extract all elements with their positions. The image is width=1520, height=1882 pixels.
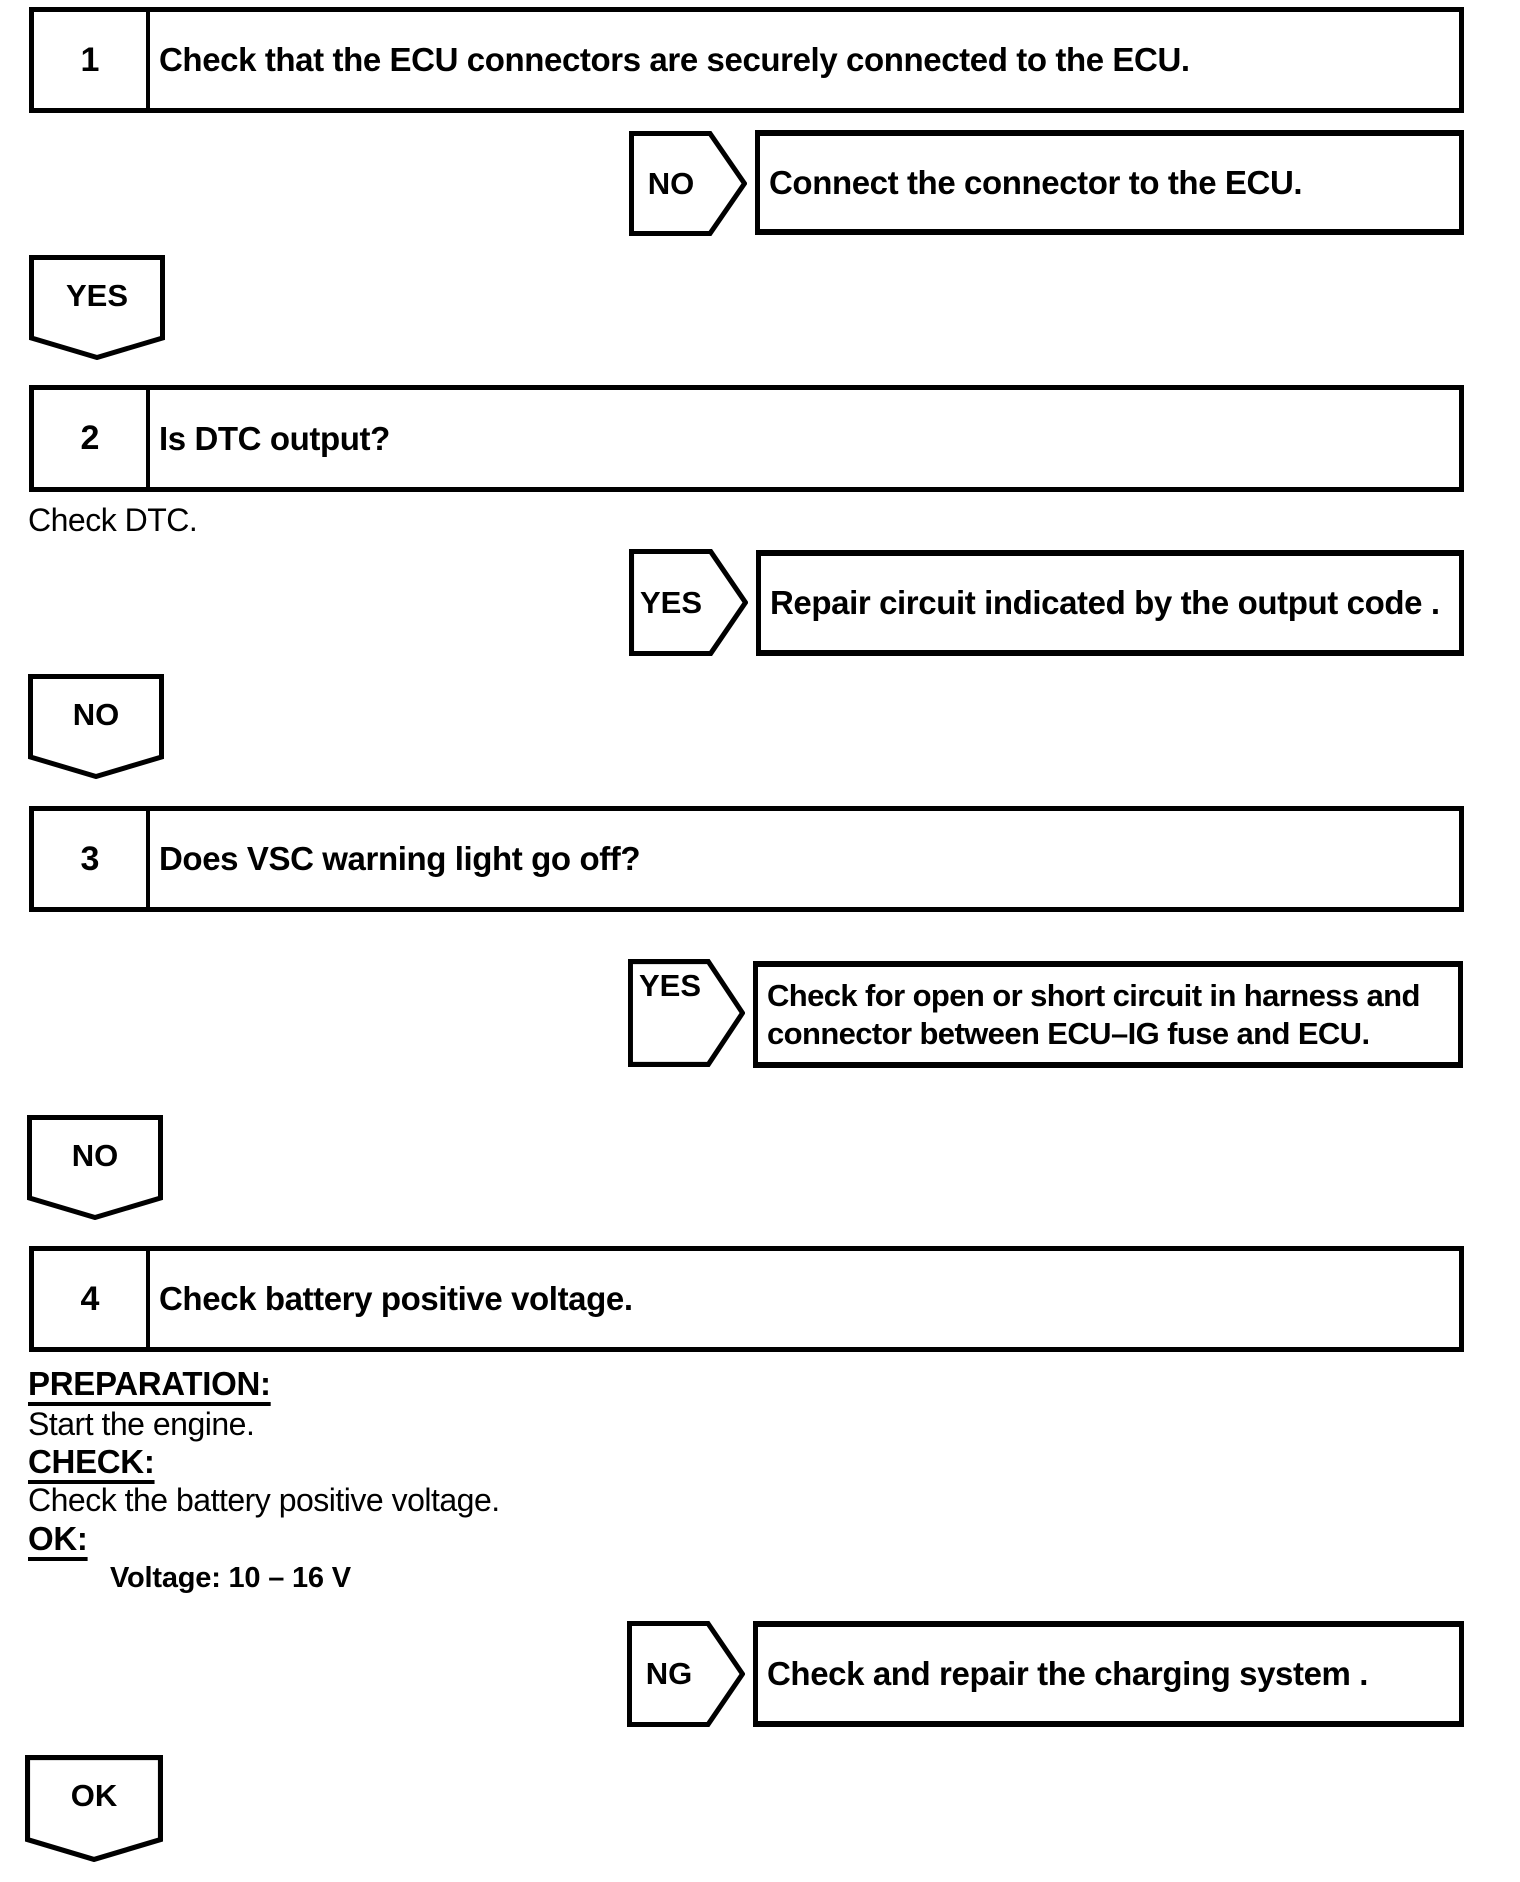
preparation-text: Start the engine. <box>28 1406 255 1442</box>
step-2-yes-branch-label: YES <box>639 584 703 620</box>
step-1-no-action-text: Connect the connector to the ECU. <box>769 163 1303 201</box>
step-4-title: Check battery positive voltage. <box>159 1280 633 1317</box>
step-3-yes-branch-pentagon: YES <box>628 959 745 1067</box>
down-arrow-pentagon-icon <box>28 674 164 779</box>
step-3-title: Does VSC warning light go off? <box>159 840 641 877</box>
step-2-no-exit-pentagon: NO <box>28 674 164 779</box>
step-3-box: 3 Does VSC warning light go off? <box>29 806 1464 912</box>
step-1-box: 1 Check that the ECU connectors are secu… <box>29 7 1464 113</box>
step-3-no-exit-pentagon: NO <box>27 1115 163 1220</box>
ok-heading: OK: <box>28 1520 88 1557</box>
right-arrow-pentagon-icon <box>629 549 748 656</box>
right-arrow-pentagon-icon <box>628 959 745 1067</box>
step-2-yes-action-text: Repair circuit indicated by the output c… <box>770 584 1440 621</box>
check-heading: CHECK: <box>28 1443 155 1480</box>
step-2-title: Is DTC output? <box>159 419 390 457</box>
step-1-yes-exit-label: YES <box>65 278 129 313</box>
step-1-no-branch-pentagon: NO <box>629 131 747 236</box>
down-arrow-pentagon-icon <box>25 1755 163 1862</box>
step-1-no-action-box: Connect the connector to the ECU. <box>755 130 1464 235</box>
right-arrow-pentagon-icon <box>629 131 747 236</box>
step-3-number: 3 <box>34 811 150 907</box>
step-2-note: Check DTC. <box>28 502 198 538</box>
down-arrow-pentagon-icon <box>27 1115 163 1220</box>
step-1-no-branch-label: NO <box>647 165 695 201</box>
step-2-number: 2 <box>34 390 150 487</box>
step-1-title: Check that the ECU connectors are secure… <box>159 41 1190 78</box>
step-4-ng-action-box: Check and repair the charging system . <box>753 1621 1464 1727</box>
step-3-yes-action-box: Check for open or short circuit in harne… <box>753 961 1463 1068</box>
step-4-ng-branch-label: NG <box>645 1656 693 1691</box>
step-3-yes-branch-label: YES <box>638 968 702 1003</box>
right-arrow-pentagon-icon <box>627 1621 745 1727</box>
step-1-yes-exit-pentagon: YES <box>29 255 165 360</box>
step-4-ok-exit-pentagon: OK <box>25 1755 163 1862</box>
step-2-yes-branch-pentagon: YES <box>629 549 748 656</box>
step-2-no-exit-label: NO <box>72 697 120 732</box>
step-4-number: 4 <box>34 1251 150 1347</box>
step-4-box: 4 Check battery positive voltage. <box>29 1246 1464 1352</box>
ok-spec-voltage: Voltage: 10 – 16 V <box>110 1562 351 1594</box>
down-arrow-pentagon-icon <box>29 255 165 360</box>
step-2-yes-action-box: Repair circuit indicated by the output c… <box>756 550 1464 656</box>
step-1-number: 1 <box>34 12 150 108</box>
check-text: Check the battery positive voltage. <box>28 1482 500 1518</box>
step-4-ng-branch-pentagon: NG <box>627 1621 745 1727</box>
step-3-no-exit-label: NO <box>71 1138 119 1173</box>
step-4-ng-action-text: Check and repair the charging system . <box>767 1655 1369 1692</box>
preparation-heading: PREPARATION: <box>28 1365 271 1402</box>
step-2-box: 2 Is DTC output? <box>29 385 1464 492</box>
step-4-ok-exit-label: OK <box>70 1778 118 1813</box>
step-3-yes-action-text: Check for open or short circuit in harne… <box>767 977 1420 1051</box>
